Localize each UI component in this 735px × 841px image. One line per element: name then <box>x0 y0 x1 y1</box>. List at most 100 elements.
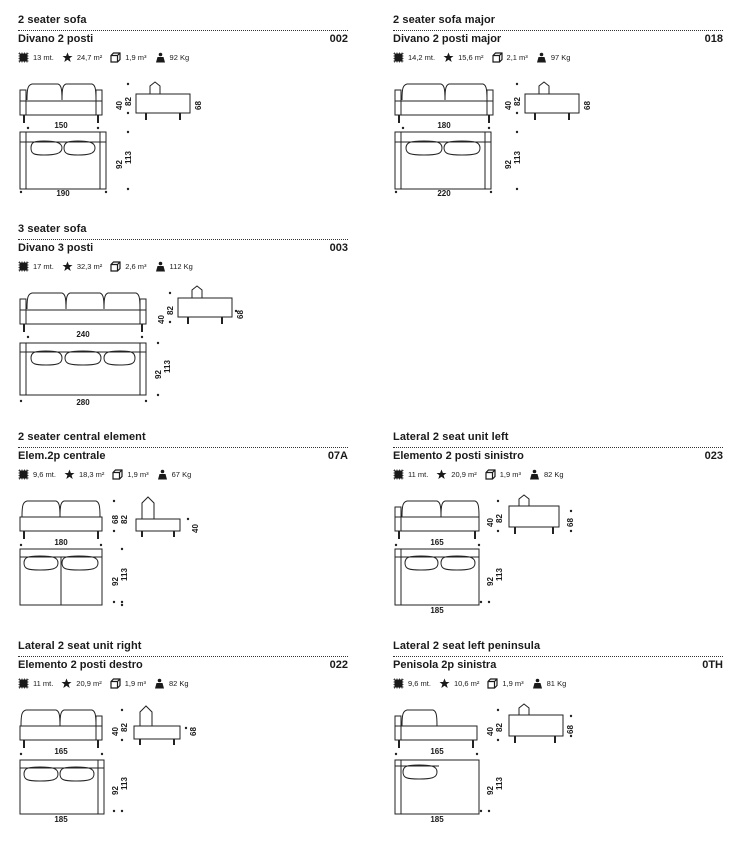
dim-front-width: 240 <box>76 330 90 339</box>
product-card: Lateral 2 seat left peninsula Penisola 2… <box>393 640 723 840</box>
dim-depth-small: 92 <box>486 577 495 586</box>
front-view-arm-left <box>394 89 402 116</box>
top-view-seat-1 <box>30 140 63 156</box>
front-view-base <box>19 100 103 116</box>
product-name-it: Elemento 2 posti destro <box>18 659 143 671</box>
spec-row: 11 mt. 20,9 m² 1,9 m³ 82 Kg <box>393 468 572 480</box>
spec-row: 14,2 mt. 15,6 m² 2,1 m³ 97 Kg <box>393 51 578 63</box>
spec-fabric: 11 mt. <box>18 678 53 689</box>
front-view-legs <box>398 115 490 123</box>
dim-seat-height: 40 <box>504 101 513 110</box>
dim-side-depth: 68 <box>236 310 245 319</box>
spec-weight-value: 82 Kg <box>169 678 189 688</box>
spec-volume: 1,9 m³ <box>110 677 146 689</box>
front-view-cushions <box>26 292 141 310</box>
top-view-back <box>20 343 146 395</box>
box-volume-icon <box>491 51 503 63</box>
dim-top-width: 185 <box>54 815 68 824</box>
dimension-markers <box>19 708 188 813</box>
dotted-divider <box>393 656 723 657</box>
top-view-seat-2 <box>63 140 96 156</box>
front-view-cushions <box>20 709 97 727</box>
top-view-outline <box>19 131 107 190</box>
weight-icon <box>536 52 546 62</box>
star-icon <box>439 678 450 688</box>
top-view-outline <box>394 548 480 606</box>
top-view-outline <box>394 759 480 815</box>
product-card: 3 seater sofa Divano 3 posti 003 17 mt. … <box>18 223 348 423</box>
star-icon <box>436 469 447 479</box>
spec-leather-value: 20,9 m² <box>76 678 102 688</box>
product-name-en: 2 seater sofa major <box>393 14 496 26</box>
product-name-en: 3 seater sofa <box>18 223 87 235</box>
dim-back-height: 82 <box>166 306 175 315</box>
fabric-swatch-icon <box>393 678 404 688</box>
dim-front-width: 180 <box>54 538 68 547</box>
technical-drawing: 165 185 40 82 68 92 113 <box>19 705 198 824</box>
dotted-divider <box>18 656 348 657</box>
top-view-seat-2 <box>440 555 476 571</box>
front-view-base <box>19 309 147 325</box>
side-view <box>508 703 564 737</box>
front-view-base <box>19 725 103 741</box>
product-name-it: Penisola 2p sinistra <box>393 659 497 671</box>
spec-weight-value: 67 Kg <box>171 469 192 479</box>
front-view-arm-right <box>95 715 103 741</box>
dim-front-width: 165 <box>54 747 68 756</box>
dim-front-width: 165 <box>430 747 444 756</box>
product-name-it: Divano 2 posti major <box>393 33 502 45</box>
spec-fabric-value: 9,6 mt. <box>33 469 56 479</box>
product-name-en: 2 seater sofa <box>18 14 87 26</box>
dimension-markers <box>394 708 573 813</box>
dim-seat-height: 40 <box>486 518 495 527</box>
top-view-seat-1 <box>23 766 59 782</box>
product-name-en: Lateral 2 seat left peninsula <box>393 640 541 652</box>
spec-volume-value: 2,6 m³ <box>125 261 147 271</box>
star-icon <box>62 261 73 271</box>
fabric-swatch-icon <box>18 261 29 271</box>
top-view-seat-1 <box>404 555 439 571</box>
side-view-legs <box>514 527 554 534</box>
product-code: 022 <box>329 659 348 671</box>
dimension-markers <box>19 499 190 607</box>
dim-depth-large: 113 <box>120 568 129 581</box>
dim-seat-height: 40 <box>157 315 166 324</box>
front-view-arm-left <box>19 89 27 116</box>
spec-volume: 2,6 m³ <box>110 260 147 272</box>
spec-fabric: 11 mt. <box>393 469 428 480</box>
front-view-legs <box>23 324 143 332</box>
dim-front-width: 165 <box>430 538 444 547</box>
spec-fabric-value: 11 mt. <box>33 678 54 688</box>
dotted-divider <box>18 239 348 240</box>
side-view-legs <box>139 739 175 745</box>
product-code: 003 <box>329 242 348 254</box>
dim-back-height: 82 <box>495 723 504 732</box>
technical-drawing: 165 185 40 82 68 92 113 <box>394 494 575 615</box>
product-name-it: Elem.2p centrale <box>18 450 106 462</box>
spec-weight: 67 Kg <box>157 469 192 480</box>
spec-volume: 1,9 m³ <box>112 468 149 480</box>
side-view-legs <box>141 531 175 537</box>
spec-volume: 1,9 m³ <box>487 677 524 689</box>
front-view-arm-right <box>95 89 103 116</box>
dim-depth-large: 113 <box>495 777 504 790</box>
technical-drawing: 150 190 40 82 68 92 113 <box>19 81 203 198</box>
top-view-outline <box>19 759 105 815</box>
dotted-divider <box>18 447 348 448</box>
dim-depth-large: 113 <box>124 151 133 164</box>
star-icon <box>62 52 73 62</box>
top-view-seat-2 <box>59 766 95 782</box>
weight-icon <box>155 52 165 62</box>
product-code: 023 <box>704 450 723 462</box>
dim-depth-small: 92 <box>486 786 495 795</box>
side-view-legs <box>187 317 223 324</box>
spec-fabric: 9,6 mt. <box>18 469 56 480</box>
technical-drawing: 240 280 40 82 68 92 113 <box>19 285 245 407</box>
spec-weight-value: 92 Kg <box>169 52 190 62</box>
dim-back-height: 82 <box>120 723 129 732</box>
front-view-cushions <box>401 500 480 518</box>
dim-depth-small: 92 <box>154 370 163 379</box>
side-view <box>133 705 181 740</box>
dotted-divider <box>393 447 723 448</box>
dim-top-width: 185 <box>430 606 444 615</box>
